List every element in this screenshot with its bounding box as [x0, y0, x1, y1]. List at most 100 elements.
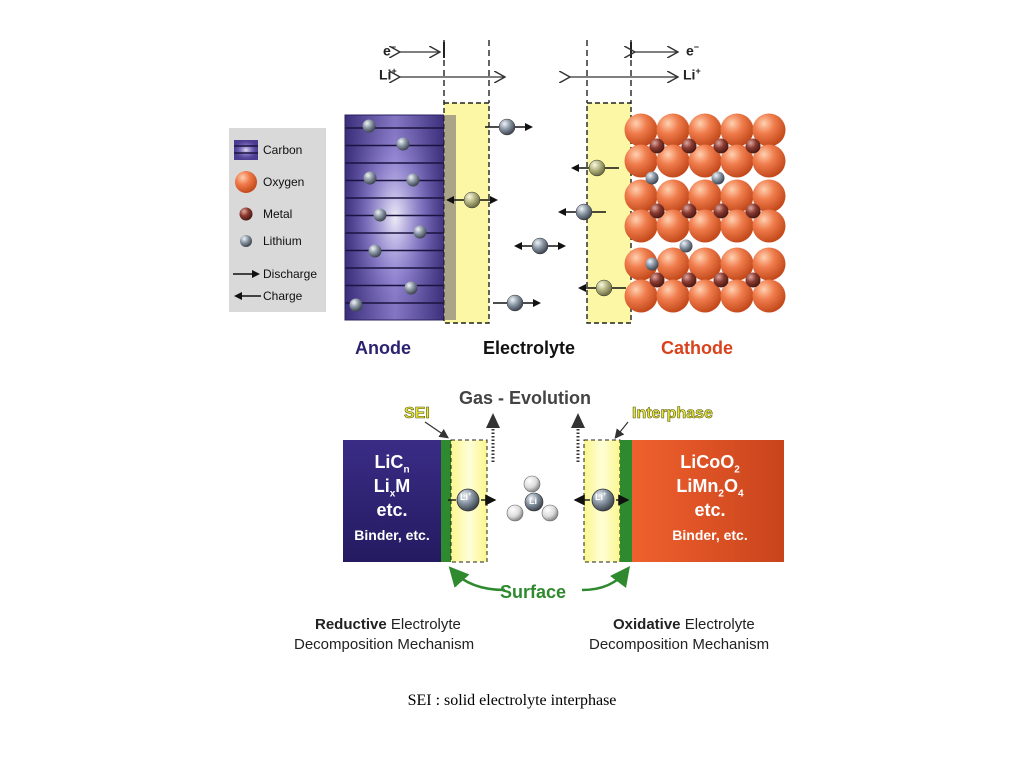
sei-pointer	[424, 421, 449, 439]
lithium-atom	[363, 171, 377, 185]
anode-binder: Binder, etc.	[354, 526, 430, 543]
legend-label-metal: Metal	[263, 207, 293, 221]
interphase-label: Interphase	[632, 405, 714, 423]
gas-evolution-arrows	[486, 413, 585, 462]
arrow-left-icon	[571, 164, 579, 172]
cathode-etc: etc.	[694, 500, 726, 521]
oxygen-atom	[720, 247, 754, 281]
legend-label-carbon: Carbon	[263, 143, 303, 157]
oxidative-line2: Decomposition Mechanism	[589, 636, 770, 653]
arrow-left-icon	[558, 208, 566, 216]
caption: SEI : solid electrolyte interphase	[407, 692, 617, 709]
legend-row-carbon: Carbon	[229, 140, 326, 160]
interphase-pointer	[614, 421, 629, 439]
oxygen-atom	[624, 247, 658, 281]
legend-row-oxygen: Oxygen	[229, 171, 326, 193]
metal-atom	[681, 138, 697, 154]
metal-atom	[713, 138, 729, 154]
lithium-ion	[575, 203, 593, 221]
lithium-atom	[645, 257, 659, 271]
legend-row-charge: Charge	[229, 286, 326, 306]
cathode-formula-limn2o4: LiMn2O4	[676, 476, 744, 500]
arrow-right-icon	[233, 270, 260, 278]
metal-atom	[681, 203, 697, 219]
oxygen-atom	[624, 179, 658, 213]
oxygen-atom	[752, 144, 786, 178]
lithium-atom	[406, 173, 420, 187]
anode-etc: etc.	[376, 500, 408, 521]
lithium-atom	[711, 171, 725, 185]
cathode-formula-licoo2: LiCoO2	[680, 452, 740, 476]
oxygen-atom	[688, 247, 722, 281]
anode-material-box	[343, 440, 441, 562]
boundary-lines	[443, 40, 632, 103]
anode-label: Anode	[355, 338, 411, 358]
oxygen-atom	[688, 144, 722, 178]
reductive-line1: Reductive Electrolyte	[315, 616, 461, 633]
lithium-atom	[362, 119, 376, 133]
lithium-atom	[349, 298, 363, 312]
oxygen-atom	[752, 279, 786, 313]
sei-label: SEI	[404, 405, 430, 423]
anode-block	[344, 114, 446, 321]
oxygen-atom	[752, 209, 786, 243]
metal-atom	[649, 272, 665, 288]
cathode-material-box	[632, 440, 784, 562]
lithium-ion	[463, 191, 481, 209]
arrow-left-icon	[578, 284, 586, 292]
oxygen-atom	[656, 279, 690, 313]
oxygen-atom	[656, 113, 690, 147]
lithium-label-left: Li+	[379, 66, 397, 83]
arrow-left-icon	[234, 292, 261, 300]
lithium-atom	[373, 208, 387, 222]
oxidative-line1: Oxidative Electrolyte	[613, 616, 755, 633]
bottom-li-ion-right	[573, 488, 630, 512]
anode-green-surface	[441, 440, 451, 562]
migrating-lithium-ions	[446, 118, 626, 312]
anode-interface-shade	[444, 115, 456, 320]
oxygen-atom	[656, 179, 690, 213]
oxygen-atom	[688, 113, 722, 147]
legend-label-discharge: Discharge	[263, 267, 318, 281]
electron-label-left: e−	[383, 42, 397, 59]
oxygen-atom	[720, 279, 754, 313]
metal-atom	[681, 272, 697, 288]
gas-evolution-label: Gas - Evolution	[459, 388, 592, 408]
metal-atom	[745, 272, 761, 288]
lithium-label-right: Li+	[683, 66, 701, 83]
lithium-atom	[645, 171, 659, 185]
li-ion-right-label: Li+	[595, 492, 607, 502]
surface-arrows	[448, 566, 631, 592]
metal-atom	[649, 203, 665, 219]
cathode-binder: Binder, etc.	[672, 526, 748, 543]
oxygen-atom	[656, 247, 690, 281]
electrolyte-label: Electrolyte	[483, 338, 576, 358]
legend-label-lithium: Lithium	[263, 234, 302, 248]
lithium-ion	[588, 159, 606, 177]
lithium-atom	[396, 137, 410, 151]
reductive-line2: Decomposition Mechanism	[294, 636, 475, 653]
anode-lithium-atoms	[349, 119, 427, 312]
solvated-lithium-cluster	[506, 475, 559, 522]
metal-atom	[713, 272, 729, 288]
anode-box-text: LiCn LixM etc. Binder, etc.	[343, 452, 441, 543]
arrow-left-icon	[446, 196, 454, 204]
surface-label: Surface	[500, 582, 567, 602]
cathode-block	[624, 113, 786, 313]
lithium-ion	[595, 279, 613, 297]
oxygen-atom	[656, 144, 690, 178]
oxygen-atom	[720, 113, 754, 147]
arrow-right-icon	[558, 242, 566, 250]
bottom-li-ion-left	[448, 488, 497, 512]
oxygen-atom	[656, 209, 690, 243]
oxygen-atom	[752, 179, 786, 213]
oxygen-atom	[624, 279, 658, 313]
oxygen-atom	[720, 209, 754, 243]
solvated-li-label: Li	[529, 496, 537, 506]
anode-formula-lixm: LixM	[373, 476, 411, 500]
li-ion-left-label: Li+	[460, 492, 472, 502]
oxygen-atom	[624, 113, 658, 147]
oxygen-atom	[624, 144, 658, 178]
legend-row-discharge: Discharge	[229, 264, 326, 284]
